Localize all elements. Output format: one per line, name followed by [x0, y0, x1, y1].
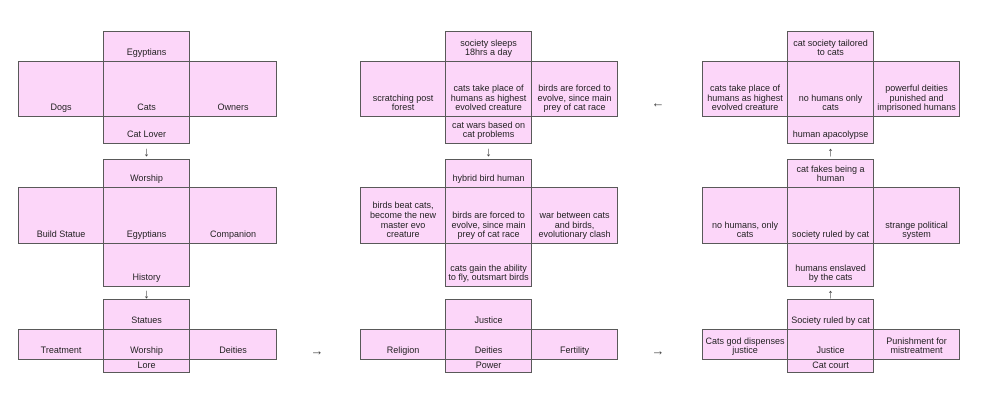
cross-cell-center[interactable]: Egyptians	[103, 187, 190, 244]
cross-cell-top[interactable]: society sleeps 18hrs a day	[445, 31, 532, 62]
cross-cell-bottom[interactable]: cats gain the ability to fly, outsmart b…	[445, 243, 532, 287]
cross-cell-bottom[interactable]: humans enslaved by the cats	[787, 243, 874, 287]
cross-cell-top[interactable]: Statues	[103, 299, 190, 330]
flow-arrow-up-icon: ↑	[827, 286, 834, 301]
cross-cell-bottom[interactable]: Cat Lover	[103, 116, 190, 144]
cross-cell-left[interactable]: scratching post forest	[360, 61, 446, 117]
cross-cell-center[interactable]: no humans only cats	[787, 61, 874, 117]
cross-cell-center[interactable]: Cats	[103, 61, 190, 117]
cross-cell-left[interactable]: cats take place of humans as highest evo…	[702, 61, 788, 117]
flow-arrow-right-icon: →	[310, 343, 324, 358]
cross-cell-right[interactable]: Deities	[189, 329, 277, 360]
cross-cell-center[interactable]: society ruled by cat	[787, 187, 874, 244]
cross-cell-right[interactable]: powerful deities punished and imprisoned…	[873, 61, 960, 117]
cross-cell-left[interactable]: Religion	[360, 329, 446, 360]
cross-cell-top[interactable]: Egyptians	[103, 31, 190, 62]
cross-cell-bottom[interactable]: Lore	[103, 359, 190, 373]
cross-cell-center[interactable]: Worship	[103, 329, 190, 360]
cross-cell-right[interactable]: Punishment for mistreatment	[873, 329, 960, 360]
cross-cell-bottom[interactable]: cat wars based on cat problems	[445, 116, 532, 144]
cross-cell-top[interactable]: cat society tailored to cats	[787, 31, 874, 62]
cross-cell-top[interactable]: Society ruled by cat	[787, 299, 874, 330]
flow-arrow-down-icon: ↓	[485, 144, 492, 159]
cross-cell-bottom[interactable]: Cat court	[787, 359, 874, 373]
flow-arrow-down-icon: ↓	[143, 286, 150, 301]
cross-cell-left[interactable]: no humans, only cats	[702, 187, 788, 244]
cross-cell-bottom[interactable]: human apacolypse	[787, 116, 874, 144]
cross-cell-right[interactable]: Companion	[189, 187, 277, 244]
cross-cell-right[interactable]: war between cats and birds, evolutionary…	[531, 187, 618, 244]
cross-cell-center[interactable]: birds are forced to evolve, since main p…	[445, 187, 532, 244]
flow-arrow-right-icon: →	[651, 343, 665, 358]
cross-cell-top[interactable]: Justice	[445, 299, 532, 330]
cross-cell-right[interactable]: birds are forced to evolve, since main p…	[531, 61, 618, 117]
cross-cell-right[interactable]: Fertility	[531, 329, 618, 360]
cross-cell-left[interactable]: birds beat cats, become the new master e…	[360, 187, 446, 244]
cross-cell-bottom[interactable]: Power	[445, 359, 532, 373]
cross-cell-top[interactable]: Worship	[103, 159, 190, 188]
cross-cell-center[interactable]: Deities	[445, 329, 532, 360]
cross-cell-left[interactable]: Dogs	[18, 61, 104, 117]
cross-cell-left[interactable]: Cats god dispenses justice	[702, 329, 788, 360]
cross-cell-top[interactable]: cat fakes being a human	[787, 159, 874, 188]
cross-cell-bottom[interactable]: History	[103, 243, 190, 287]
cross-cell-left[interactable]: Treatment	[18, 329, 104, 360]
cross-cell-left[interactable]: Build Statue	[18, 187, 104, 244]
flow-arrow-up-icon: ↑	[827, 144, 834, 159]
cross-cell-center[interactable]: Justice	[787, 329, 874, 360]
cross-cell-center[interactable]: cats take place of humans as highest evo…	[445, 61, 532, 117]
flow-arrow-left-icon: ←	[651, 95, 665, 110]
cross-cell-right[interactable]: Owners	[189, 61, 277, 117]
cross-cell-top[interactable]: hybrid bird human	[445, 159, 532, 188]
flow-arrow-down-icon: ↓	[143, 144, 150, 159]
cross-cell-right[interactable]: strange political system	[873, 187, 960, 244]
